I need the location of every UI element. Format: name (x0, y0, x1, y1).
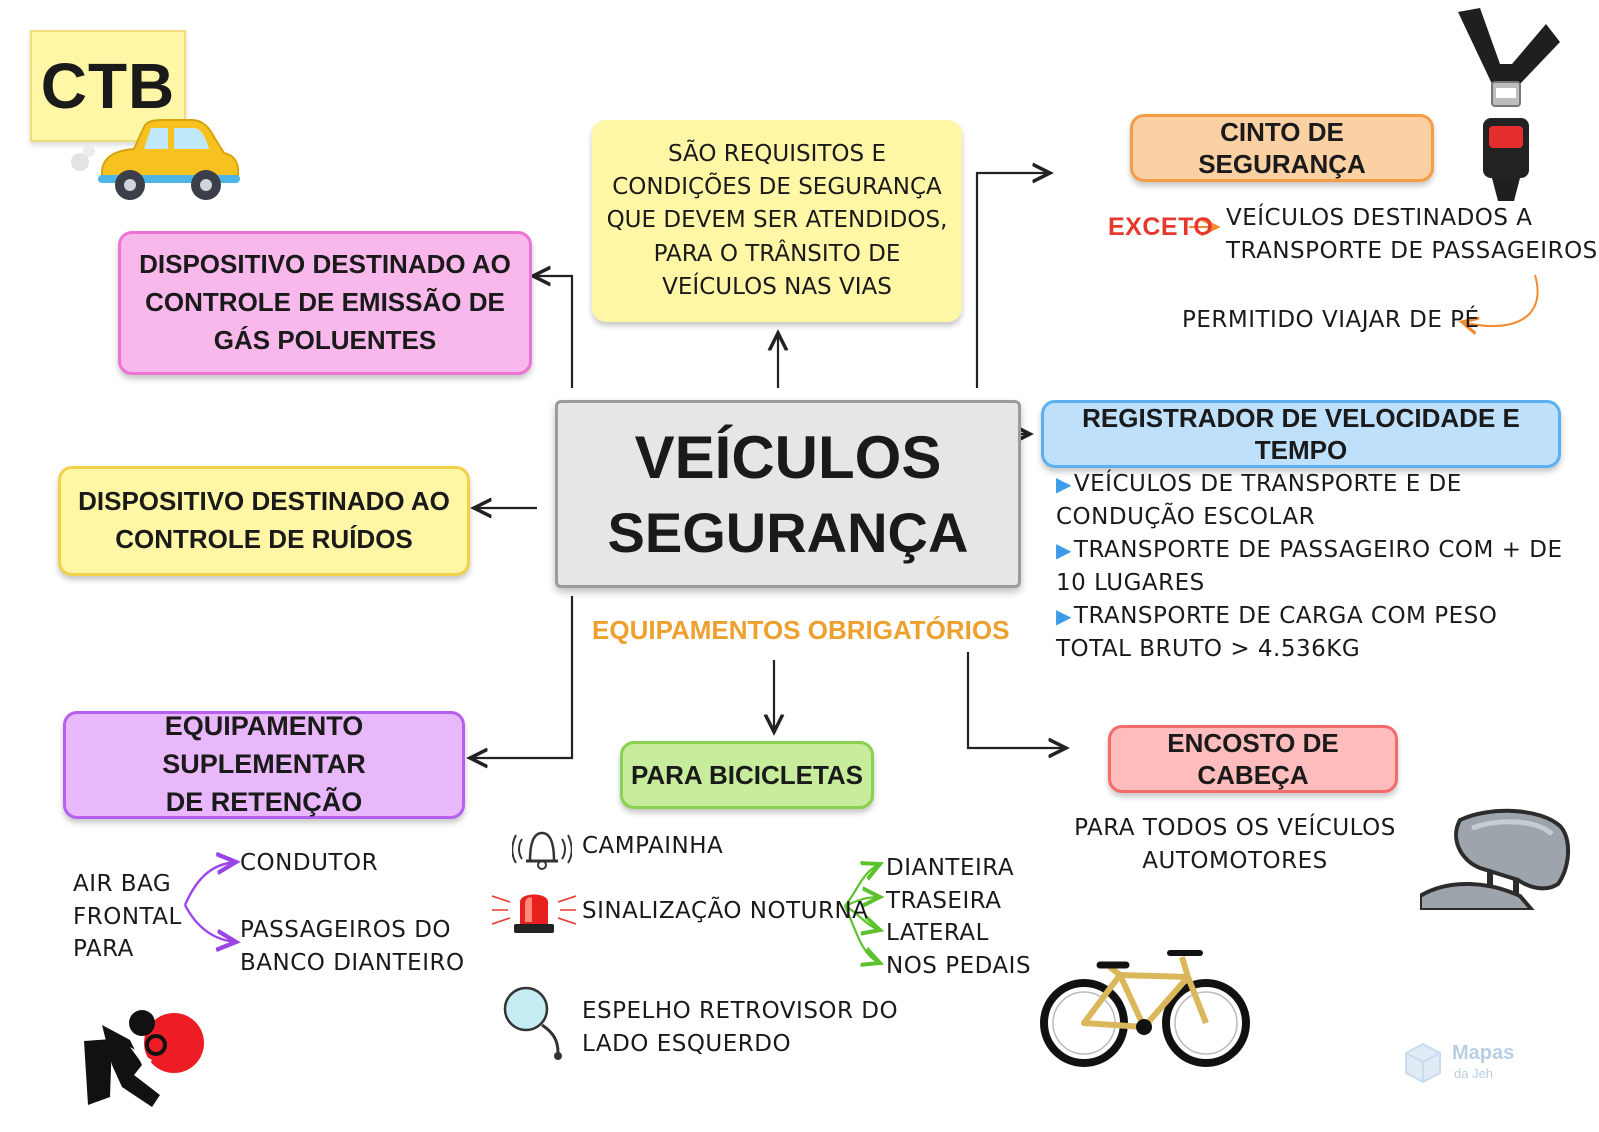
headrest-box: ENCOSTO DE CABEÇA (1108, 725, 1398, 793)
center-title-line1: VEÍCULOS (634, 423, 942, 491)
watermark-sub: da Jeh (1454, 1066, 1494, 1081)
signal-position: DIANTEIRA (886, 855, 1015, 881)
headrest-text: PARA TODOS OS VEÍCULOS AUTOMOTORES (1074, 815, 1396, 874)
recorder-item: ▶TRANSPORTE DE PASSAGEIRO COM + DE 10 LU… (1056, 537, 1563, 596)
center-box: VEÍCULOS SEGURANÇA (555, 400, 1021, 588)
headrest-title: ENCOSTO DE CABEÇA (1167, 727, 1339, 791)
headrest-icon (1420, 808, 1571, 910)
bicycles-title: PARA BICICLETAS (630, 759, 864, 790)
passengers-text: PASSAGEIROS DO BANCO DIANTEIRO (240, 917, 465, 976)
watermark-brand: Mapas (1452, 1042, 1515, 1064)
mirror-icon (503, 986, 562, 1060)
except-label: EXCETO (1108, 213, 1214, 241)
allowed-text: PERMITIDO VIAJAR DE PÉ (1182, 307, 1480, 333)
cube-logo-icon (1405, 1042, 1441, 1084)
retention-title: EQUIPAMENTO SUPLEMENTAR DE RETENÇÃO (162, 711, 366, 817)
bullet-icon: ▶ (1056, 472, 1072, 496)
bell-icon (512, 831, 572, 870)
arrow-to-retention (470, 596, 574, 758)
noise-box: DISPOSITIVO DESTINADO AO CONTROLE DE RUÍ… (58, 466, 470, 576)
arrow-allowed (1462, 274, 1539, 326)
ctb-badge: CTB (30, 30, 186, 142)
watermark: Mapas da Jeh (1400, 1040, 1540, 1090)
except-text: VEÍCULOS DESTINADOS A TRANSPORTE DE PASS… (1226, 205, 1598, 264)
seatbelt-title: CINTO DE SEGURANÇA (1198, 116, 1366, 180)
night-signal-text: SINALIZAÇÃO NOTURNA (582, 898, 869, 924)
seatbelt-box: CINTO DE SEGURANÇA (1130, 114, 1434, 182)
definition-text: SÃO REQUISITOS E CONDIÇÕES DE SEGURANÇA … (606, 140, 948, 301)
driver-text: CONDUTOR (240, 850, 379, 876)
car-icon (71, 119, 240, 200)
arrow-to-seatbelt (975, 173, 1050, 388)
bullet-icon: ▶ (1056, 538, 1072, 562)
recorder-item: ▶VEÍCULOS DE TRANSPORTE E DE CONDUÇÃO ES… (1056, 471, 1462, 530)
airbag-icon (84, 1010, 204, 1107)
bicycles-box: PARA BICICLETAS (620, 741, 874, 809)
signal-position: NOS PEDAIS (886, 952, 1032, 979)
recorder-list: ▶VEÍCULOS DE TRANSPORTE E DE CONDUÇÃO ES… (1056, 468, 1576, 666)
bicycle-icon (1040, 950, 1250, 1067)
bullet-icon: ▶ (1056, 604, 1072, 628)
recorder-title: REGISTRADOR DE VELOCIDADE E TEMPO (1082, 402, 1520, 466)
siren-icon (492, 894, 576, 933)
retention-box: EQUIPAMENTO SUPLEMENTAR DE RETENÇÃO (63, 711, 465, 819)
mirror-text: ESPELHO RETROVISOR DO LADO ESQUERDO (582, 998, 899, 1057)
recorder-item: ▶TRANSPORTE DE CARGA COM PESO TOTAL BRUT… (1056, 603, 1498, 662)
seatbelt-icon (1458, 8, 1560, 201)
ctb-label: CTB (40, 50, 176, 122)
airbag-text: AIR BAG FRONTAL PARA (73, 871, 182, 963)
mandatory-label: EQUIPAMENTOS OBRIGATÓRIOS (592, 615, 1010, 645)
emission-text: DISPOSITIVO DESTINADO AO CONTROLE DE EMI… (139, 249, 511, 355)
emission-box: DISPOSITIVO DESTINADO AO CONTROLE DE EMI… (118, 231, 532, 375)
recorder-box: REGISTRADOR DE VELOCIDADE E TEMPO (1041, 400, 1561, 468)
signal-position: LATERAL (886, 920, 989, 947)
center-title-line2: SEGURANÇA (607, 500, 969, 564)
definition-box: SÃO REQUISITOS E CONDIÇÕES DE SEGURANÇA … (592, 120, 962, 322)
arrow-to-emission (533, 276, 574, 388)
signal-positions: DIANTEIRA TRASEIRA LATERAL NOS PEDAIS (886, 852, 1031, 983)
arrow-to-headrest (966, 652, 1066, 748)
noise-text: DISPOSITIVO DESTINADO AO CONTROLE DE RUÍ… (78, 486, 450, 554)
signal-position: TRASEIRA (886, 887, 1002, 914)
bell-text: CAMPAINHA (582, 833, 724, 859)
